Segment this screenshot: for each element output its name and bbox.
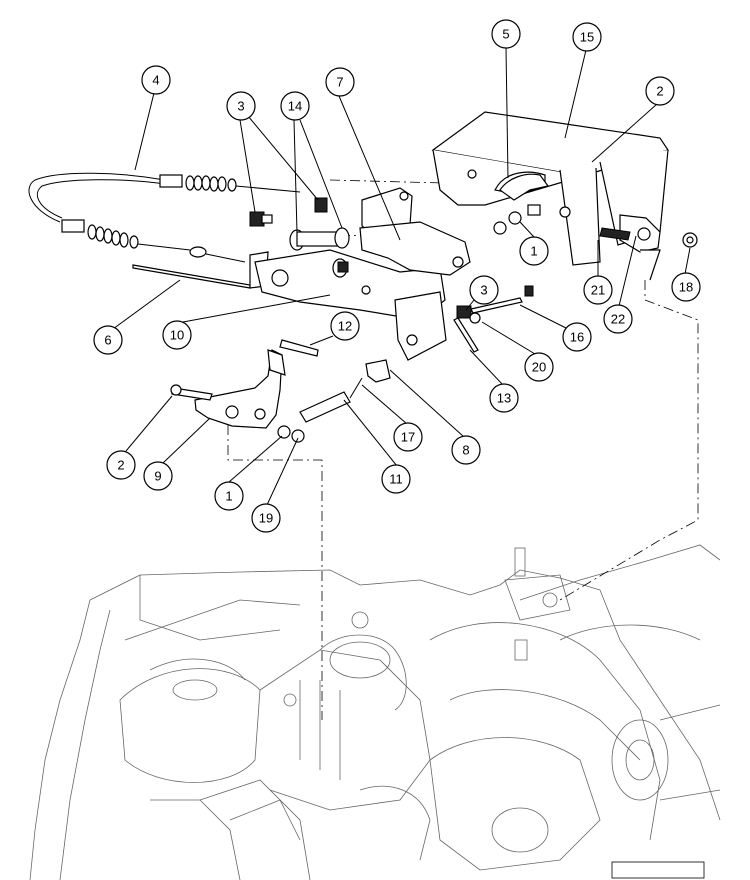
callout-3: 3: [469, 275, 499, 305]
pivot-plate: [599, 214, 661, 281]
svg-text:2: 2: [656, 84, 663, 99]
callout-8: 8: [451, 435, 481, 465]
svg-text:1: 1: [225, 489, 232, 504]
cable-assembly: [28, 172, 301, 263]
fasteners: [249, 197, 534, 319]
svg-text:6: 6: [104, 333, 111, 348]
svg-text:3: 3: [480, 283, 487, 298]
svg-text:20: 20: [532, 360, 546, 375]
callout-3: 3: [226, 91, 256, 121]
cable-hook: [499, 173, 550, 201]
svg-text:9: 9: [154, 469, 161, 484]
callout-11: 11: [381, 464, 411, 494]
callout-14: 14: [280, 91, 310, 121]
callout-4: 4: [141, 65, 171, 95]
callout-1: 1: [519, 236, 549, 266]
pivot-bracket: [359, 187, 471, 276]
callout-6: 6: [93, 325, 123, 355]
callout-9: 9: [143, 461, 173, 491]
svg-text:2: 2: [117, 458, 124, 473]
callout-19: 19: [251, 503, 281, 533]
svg-text:7: 7: [336, 75, 343, 90]
callout-7: 7: [325, 67, 355, 97]
svg-text:22: 22: [611, 312, 625, 327]
svg-text:4: 4: [152, 73, 159, 88]
nuts-and-washers: [277, 204, 698, 443]
callout-13: 13: [489, 383, 519, 413]
svg-text:17: 17: [401, 430, 415, 445]
svg-text:12: 12: [338, 319, 352, 334]
callout-18: 18: [671, 272, 701, 302]
engine-assembly-outline: [29, 544, 721, 880]
leader-lines: [112, 47, 691, 506]
callout-21: 21: [583, 275, 613, 305]
svg-text:21: 21: [591, 283, 605, 298]
svg-text:18: 18: [679, 280, 693, 295]
callout-12: 12: [330, 311, 360, 341]
control-rod: [132, 251, 269, 289]
callout-5: 5: [491, 19, 521, 49]
cover-shield: [431, 111, 669, 266]
callout-10: 10: [162, 320, 192, 350]
callout-17: 17: [393, 422, 423, 452]
svg-text:10: 10: [170, 328, 184, 343]
svg-text:13: 13: [497, 391, 511, 406]
svg-text:15: 15: [580, 30, 594, 45]
callout-15: 15: [572, 22, 602, 52]
svg-text:8: 8: [462, 443, 469, 458]
lower-linkage: [170, 339, 391, 429]
callout-20: 20: [524, 352, 554, 382]
callout-22: 22: [603, 304, 633, 334]
callout-1: 1: [214, 481, 244, 511]
svg-text:19: 19: [259, 511, 273, 526]
svg-text:5: 5: [502, 27, 509, 42]
svg-text:3: 3: [237, 99, 244, 114]
svg-text:16: 16: [570, 330, 584, 345]
svg-text:1: 1: [530, 244, 537, 259]
callout-2: 2: [106, 450, 136, 480]
svg-text:14: 14: [288, 99, 302, 114]
callout-2: 2: [645, 76, 675, 106]
svg-text:11: 11: [389, 472, 403, 487]
callout-16: 16: [562, 322, 592, 352]
